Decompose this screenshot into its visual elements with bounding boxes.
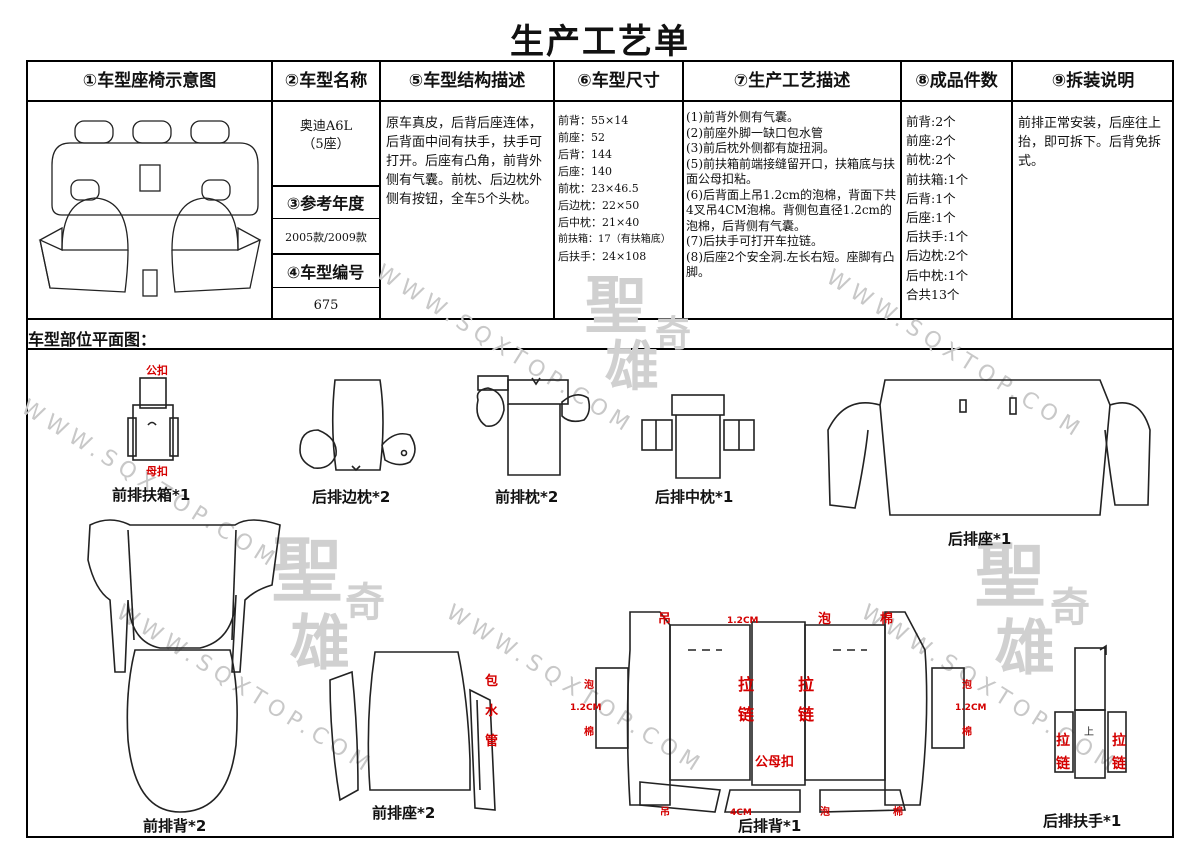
process-step: (3)前后枕外侧都有旋扭洞。 [686, 141, 835, 155]
part-label-front-pillow: 前排枕*2 [495, 488, 559, 506]
size-item: 前背：55×14 [558, 114, 629, 127]
process-step: (7)后扶手可打开车拉链。 [686, 234, 823, 248]
count-item: 后边枕:2个 [906, 248, 969, 264]
model-divider-3 [271, 253, 380, 255]
header-size: ⑥车型尺寸 [577, 71, 660, 91]
count-item: 后座:1个 [906, 210, 956, 226]
count-item: 后背:1个 [906, 190, 956, 206]
count-item: 后扶手:1个 [906, 229, 969, 245]
section-divider [26, 348, 1174, 350]
model-divider-2 [271, 218, 380, 219]
count-item: 后中枕:1个 [906, 267, 969, 283]
count-item: 前座:2个 [906, 133, 956, 149]
size-item: 后边枕：22×50 [558, 199, 640, 212]
count-item: 前背:2个 [906, 114, 956, 129]
col-divider-3 [553, 60, 555, 319]
header-model-name: ②车型名称 [284, 71, 368, 91]
part-label-rear-armrest: 后排扶手*1 [1043, 812, 1122, 830]
page-title: 生产工艺单 [510, 22, 690, 62]
part-label-rear-mid-pillow: 后排中枕*1 [655, 488, 734, 506]
model-code-label: ④车型编号 [286, 263, 365, 282]
size-item: 后座：140 [558, 165, 612, 178]
header-count: ⑧成品件数 [915, 71, 998, 91]
process-step: (8)后座2个安全洞.左长右短。座脚有凸脚。 [686, 249, 895, 280]
model-name: 奥迪A6L [299, 119, 353, 134]
header-process: ⑦生产工艺描述 [733, 71, 851, 91]
model-seats: （5座） [302, 137, 350, 152]
size-item: 后中枕：21×40 [558, 216, 640, 229]
part-label-rear-back: 后排背*1 [738, 817, 802, 835]
process-step: (6)后背面上吊1.2cm的泡棉，背面下共4叉吊4CM泡棉。背侧包直径1.2cm… [686, 187, 897, 233]
col-divider-5 [900, 60, 902, 319]
model-divider-1 [271, 185, 380, 187]
header-divider [26, 100, 1174, 102]
size-item: 后背：144 [558, 148, 612, 161]
process-step: (1)前背外侧有气囊。 [686, 110, 799, 124]
part-label-front-armbox: 前排扶箱*1 [112, 486, 191, 504]
col-divider-2 [379, 60, 381, 319]
size-item: 前座：52 [558, 131, 605, 144]
size-item: 后扶手：24×108 [558, 250, 647, 263]
size-item: 前扶箱：17（有扶箱底） [558, 234, 671, 245]
part-label-rear-seat: 后排座*1 [948, 530, 1012, 548]
ref-year-label: ③参考年度 [286, 194, 365, 213]
worksheet-frame [26, 60, 1174, 838]
install-instructions: 前排正常安装，后座往上抬，即可拆下。后背免拆式。 [1018, 116, 1162, 169]
header-seat-diagram: ①车型座椅示意图 [82, 71, 217, 91]
col-divider-4 [682, 60, 684, 319]
process-step: (2)前座外脚一缺口包水管 [686, 125, 823, 140]
col-divider-6 [1011, 60, 1013, 319]
part-label-front-back: 前排背*2 [143, 817, 207, 835]
count-list: 前背:2个 前座:2个 前枕:2个 前扶箱:1个 后背:1个 后座:1个 后扶手… [906, 112, 1010, 304]
process-step: (5)前扶箱前端接缝留开口，扶箱底与扶面公母扣粘。 [686, 156, 895, 187]
model-code-value: 675 [313, 298, 339, 313]
size-list: 前背：55×14 前座：52 后背：144 后座：140 前枕：23×46.5 … [558, 112, 682, 265]
section-label: 车型部位平面图： [28, 330, 157, 349]
header-structure: ⑤车型结构描述 [408, 71, 526, 91]
part-label-front-seat: 前排座*2 [372, 804, 436, 822]
process-list: (1)前背外侧有气囊。 (2)前座外脚一缺口包水管 (3)前后枕外侧都有旋扭洞。… [686, 110, 898, 281]
count-item: 合共13个 [906, 286, 960, 302]
table-bottom-divider [26, 318, 1174, 320]
count-item: 前扶箱:1个 [906, 171, 969, 187]
ref-year-value: 2005款/2009款 [285, 231, 367, 244]
part-label-rear-side-pillow: 后排边枕*2 [312, 488, 391, 506]
size-item: 前枕：23×46.5 [558, 182, 639, 195]
count-item: 前枕:2个 [906, 152, 956, 168]
model-divider-4 [271, 287, 380, 288]
col-divider-1 [271, 60, 273, 319]
structure-description: 原车真皮，后背后座连体，后背面中间有扶手，扶手可打开。后座有凸角，前背外侧有气囊… [386, 116, 543, 207]
header-install: ⑨拆装说明 [1051, 71, 1135, 91]
